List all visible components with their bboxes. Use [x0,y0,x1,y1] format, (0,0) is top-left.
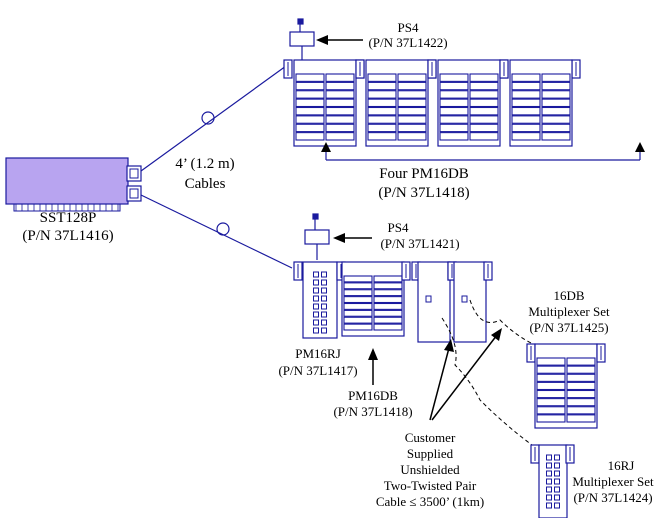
pm16db-chain-top [283,59,581,147]
module-chain-bottom [293,261,493,343]
ps4-top-pn: (P/N 37L1422) [368,35,447,50]
four-pm16db-label: Four PM16DB [379,166,469,182]
pm16db-label: PM16DB [348,388,398,403]
pm16db-pn: (P/N 37L1418) [333,404,412,419]
pm16db-top-4 [509,59,573,147]
pointer-arrow-ps4-bottom [333,233,372,243]
ps4-top-label: PS4 [398,20,419,35]
customer-cable-line-5: Cable ≤ 3500’ (1km) [376,494,484,509]
cables-label-2: Cables [185,176,226,192]
ps4-top [289,18,315,60]
arrow-pm16db-1 [321,142,331,152]
arrow-pm16db-4 [635,142,645,152]
pm16rj-pn: (P/N 37L1417) [278,363,357,378]
pm16db-module [341,261,405,337]
pm16db-top-1 [293,59,357,147]
customer-cable-line-1: Customer [405,430,456,445]
mux16db-panel [534,343,598,429]
mux16rj-label-1: 16RJ [608,458,635,473]
converter-box-2 [447,261,493,343]
ps4-bottom-label: PS4 [388,220,409,235]
pointer-arrow-pm16db [368,348,378,385]
pointer-arrow-ps4-top [316,35,363,45]
mux16db-label-2: Multiplexer Set [528,304,610,319]
pm16rj-label: PM16RJ [295,346,341,361]
cable-bottom [140,194,293,269]
customer-cable-line-3: Unshielded [400,462,460,477]
mux16rj-unit [530,444,575,518]
pm16db-top-3 [437,59,501,147]
pm16db-top-2 [365,59,429,147]
pointer-arrows-customer-cable [429,328,502,421]
sst128p-card [5,157,142,212]
mux16db-label-1: 16DB [553,288,584,303]
sst128p-label: SST128P [40,210,97,226]
customer-cable-line-4: Two-Twisted Pair [384,478,477,493]
mux16rj-label-3: (P/N 37L1424) [573,490,652,505]
mux16rj-panel [538,444,568,518]
customer-cable-line-2: Supplied [407,446,454,461]
four-pm16db-pn: (P/N 37L1418) [378,185,469,201]
mux16db-unit [526,343,606,429]
sst128p-pn: (P/N 37L1416) [22,228,113,244]
mux16db-label-3: (P/N 37L1425) [529,320,608,335]
cable-top [140,65,287,172]
converter-box-1 [411,261,457,343]
cables-label-1: 4’ (1.2 m) [175,156,234,172]
ps4-bottom [304,213,330,260]
pm16rj-module [302,261,338,339]
ps4-bottom-pn: (P/N 37L1421) [380,236,459,251]
twisted-pair-cables [441,299,534,446]
bracket-four-pm16db [325,148,641,161]
mux16rj-label-2: Multiplexer Set [572,474,654,489]
